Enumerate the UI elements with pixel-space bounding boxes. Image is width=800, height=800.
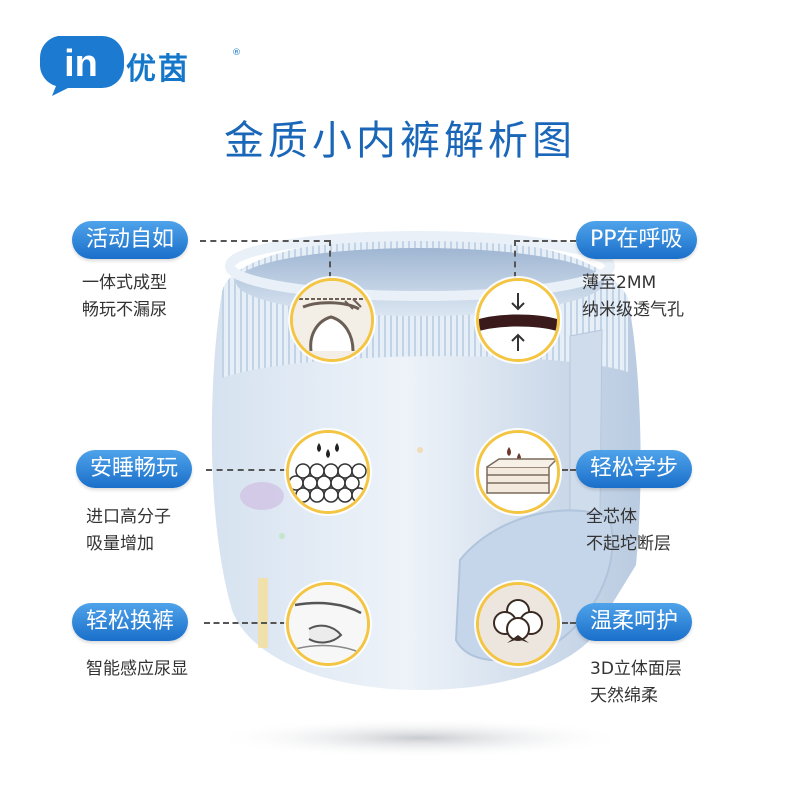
floor-shadow [210, 718, 630, 758]
feature-desc-line: 一体式成型 [82, 273, 167, 293]
feature-desc-line: 薄至2MM [582, 273, 657, 293]
feature-label-walk: 轻松学步 [576, 450, 693, 488]
feature-label-active: 活动自如 [72, 221, 189, 259]
layered-core-icon [476, 430, 560, 514]
breathable-layer-icon [476, 278, 560, 362]
registered-mark: ® [232, 48, 241, 58]
page-title: 金质小内裤解析图 [224, 118, 576, 164]
feature-label-sleep: 安睡畅玩 [76, 450, 193, 488]
absorbent-core-icon [286, 430, 370, 514]
feature-desc-line: 不起坨断层 [586, 534, 671, 554]
side-tape [569, 329, 603, 517]
logo-mark-text: in [64, 43, 98, 85]
feature-desc-line: 吸量增加 [86, 534, 154, 554]
wetness-strip [258, 578, 268, 648]
connector-line [554, 622, 576, 624]
feature-desc-care: 3D立体面层 天然绵柔 [590, 656, 682, 710]
feature-desc-line: 天然绵柔 [590, 686, 658, 706]
brand-logo: in 优茵 ® [38, 30, 241, 100]
print-cloud [240, 482, 284, 510]
brand-name: 优茵 [126, 52, 190, 87]
feature-desc-line: 全芯体 [586, 507, 637, 527]
connector-line [329, 240, 331, 278]
connector-line [206, 469, 286, 471]
feature-desc-change: 智能感应尿显 [86, 656, 188, 683]
connector-line [514, 240, 576, 242]
connector-line [200, 240, 330, 242]
feature-label-care: 温柔呵护 [576, 603, 693, 641]
connector-line [204, 622, 286, 624]
feature-desc-line: 智能感应尿显 [86, 659, 188, 679]
logo-mark-icon: in [39, 36, 125, 96]
feature-desc-walk: 全芯体 不起坨断层 [586, 504, 671, 558]
feature-label-change: 轻松换裤 [72, 603, 189, 641]
feature-desc-active: 一体式成型 畅玩不漏尿 [82, 270, 167, 324]
connector-line [514, 240, 516, 278]
connector-line [554, 469, 576, 471]
wetness-indicator-icon [286, 582, 370, 666]
feature-desc-line: 3D立体面层 [590, 659, 682, 679]
feature-desc-sleep: 进口高分子 吸量增加 [86, 504, 171, 558]
feature-desc-line: 纳米级透气孔 [582, 300, 684, 320]
feature-desc-breathable: 薄至2MM 纳米级透气孔 [582, 270, 684, 324]
feature-desc-line: 畅玩不漏尿 [82, 300, 167, 320]
cotton-icon [476, 582, 560, 666]
feature-desc-line: 进口高分子 [86, 507, 171, 527]
waistband-fit-icon [290, 278, 374, 362]
feature-label-breathable: PP在呼吸 [576, 221, 697, 259]
